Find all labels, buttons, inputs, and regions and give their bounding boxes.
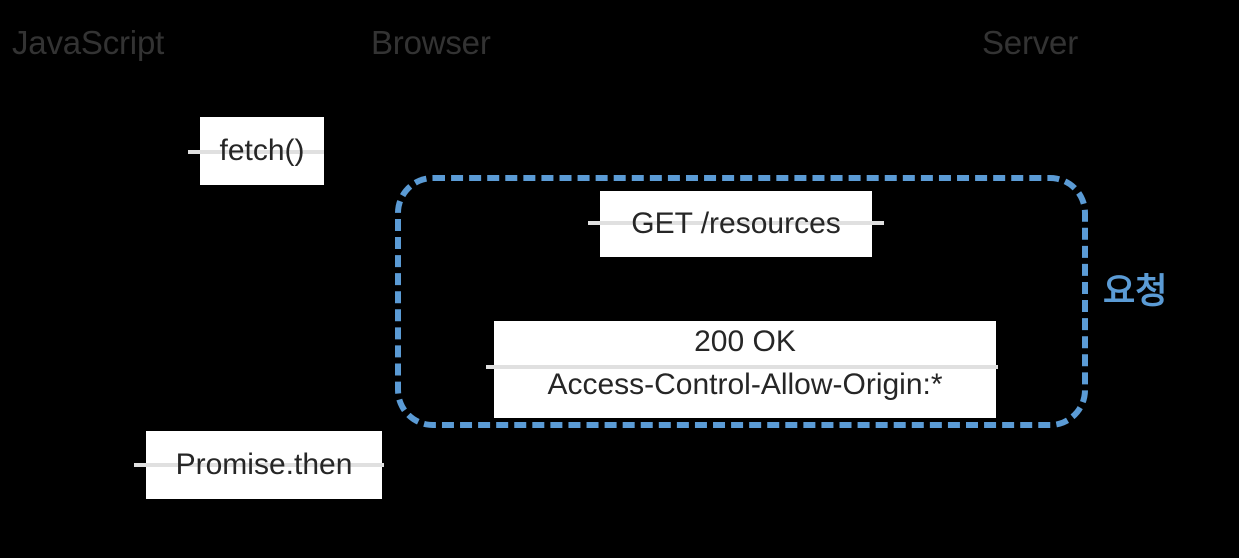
cors-request-region-outline: [395, 175, 1088, 428]
message-connector-line-promise-then: [134, 463, 384, 467]
lane-label-javascript: JavaScript: [12, 24, 165, 61]
message-box-get-resources: GET /resources: [588, 191, 884, 257]
message-connector-line-response: [486, 365, 998, 369]
message-box-promise-then: Promise.then: [134, 431, 384, 499]
message-box-fetch: fetch(): [188, 117, 324, 185]
message-label-fetch: fetch(): [219, 134, 305, 168]
message-label-get-resources: GET /resources: [631, 207, 841, 241]
message-label-promise-then: Promise.then: [175, 448, 353, 482]
lane-label-server: Server: [982, 24, 1078, 61]
message-label-response-status: 200 OK: [694, 325, 796, 358]
message-label-response-header: Access-Control-Allow-Origin:*: [547, 367, 943, 401]
message-connector-line-get-resources: [588, 221, 884, 225]
lane-label-browser: Browser: [371, 24, 491, 61]
annotation-request-label: 요청: [1103, 272, 1168, 311]
message-connector-line-fetch: [188, 150, 324, 154]
message-box-response: 200 OK Access-Control-Allow-Origin:*: [486, 321, 998, 418]
